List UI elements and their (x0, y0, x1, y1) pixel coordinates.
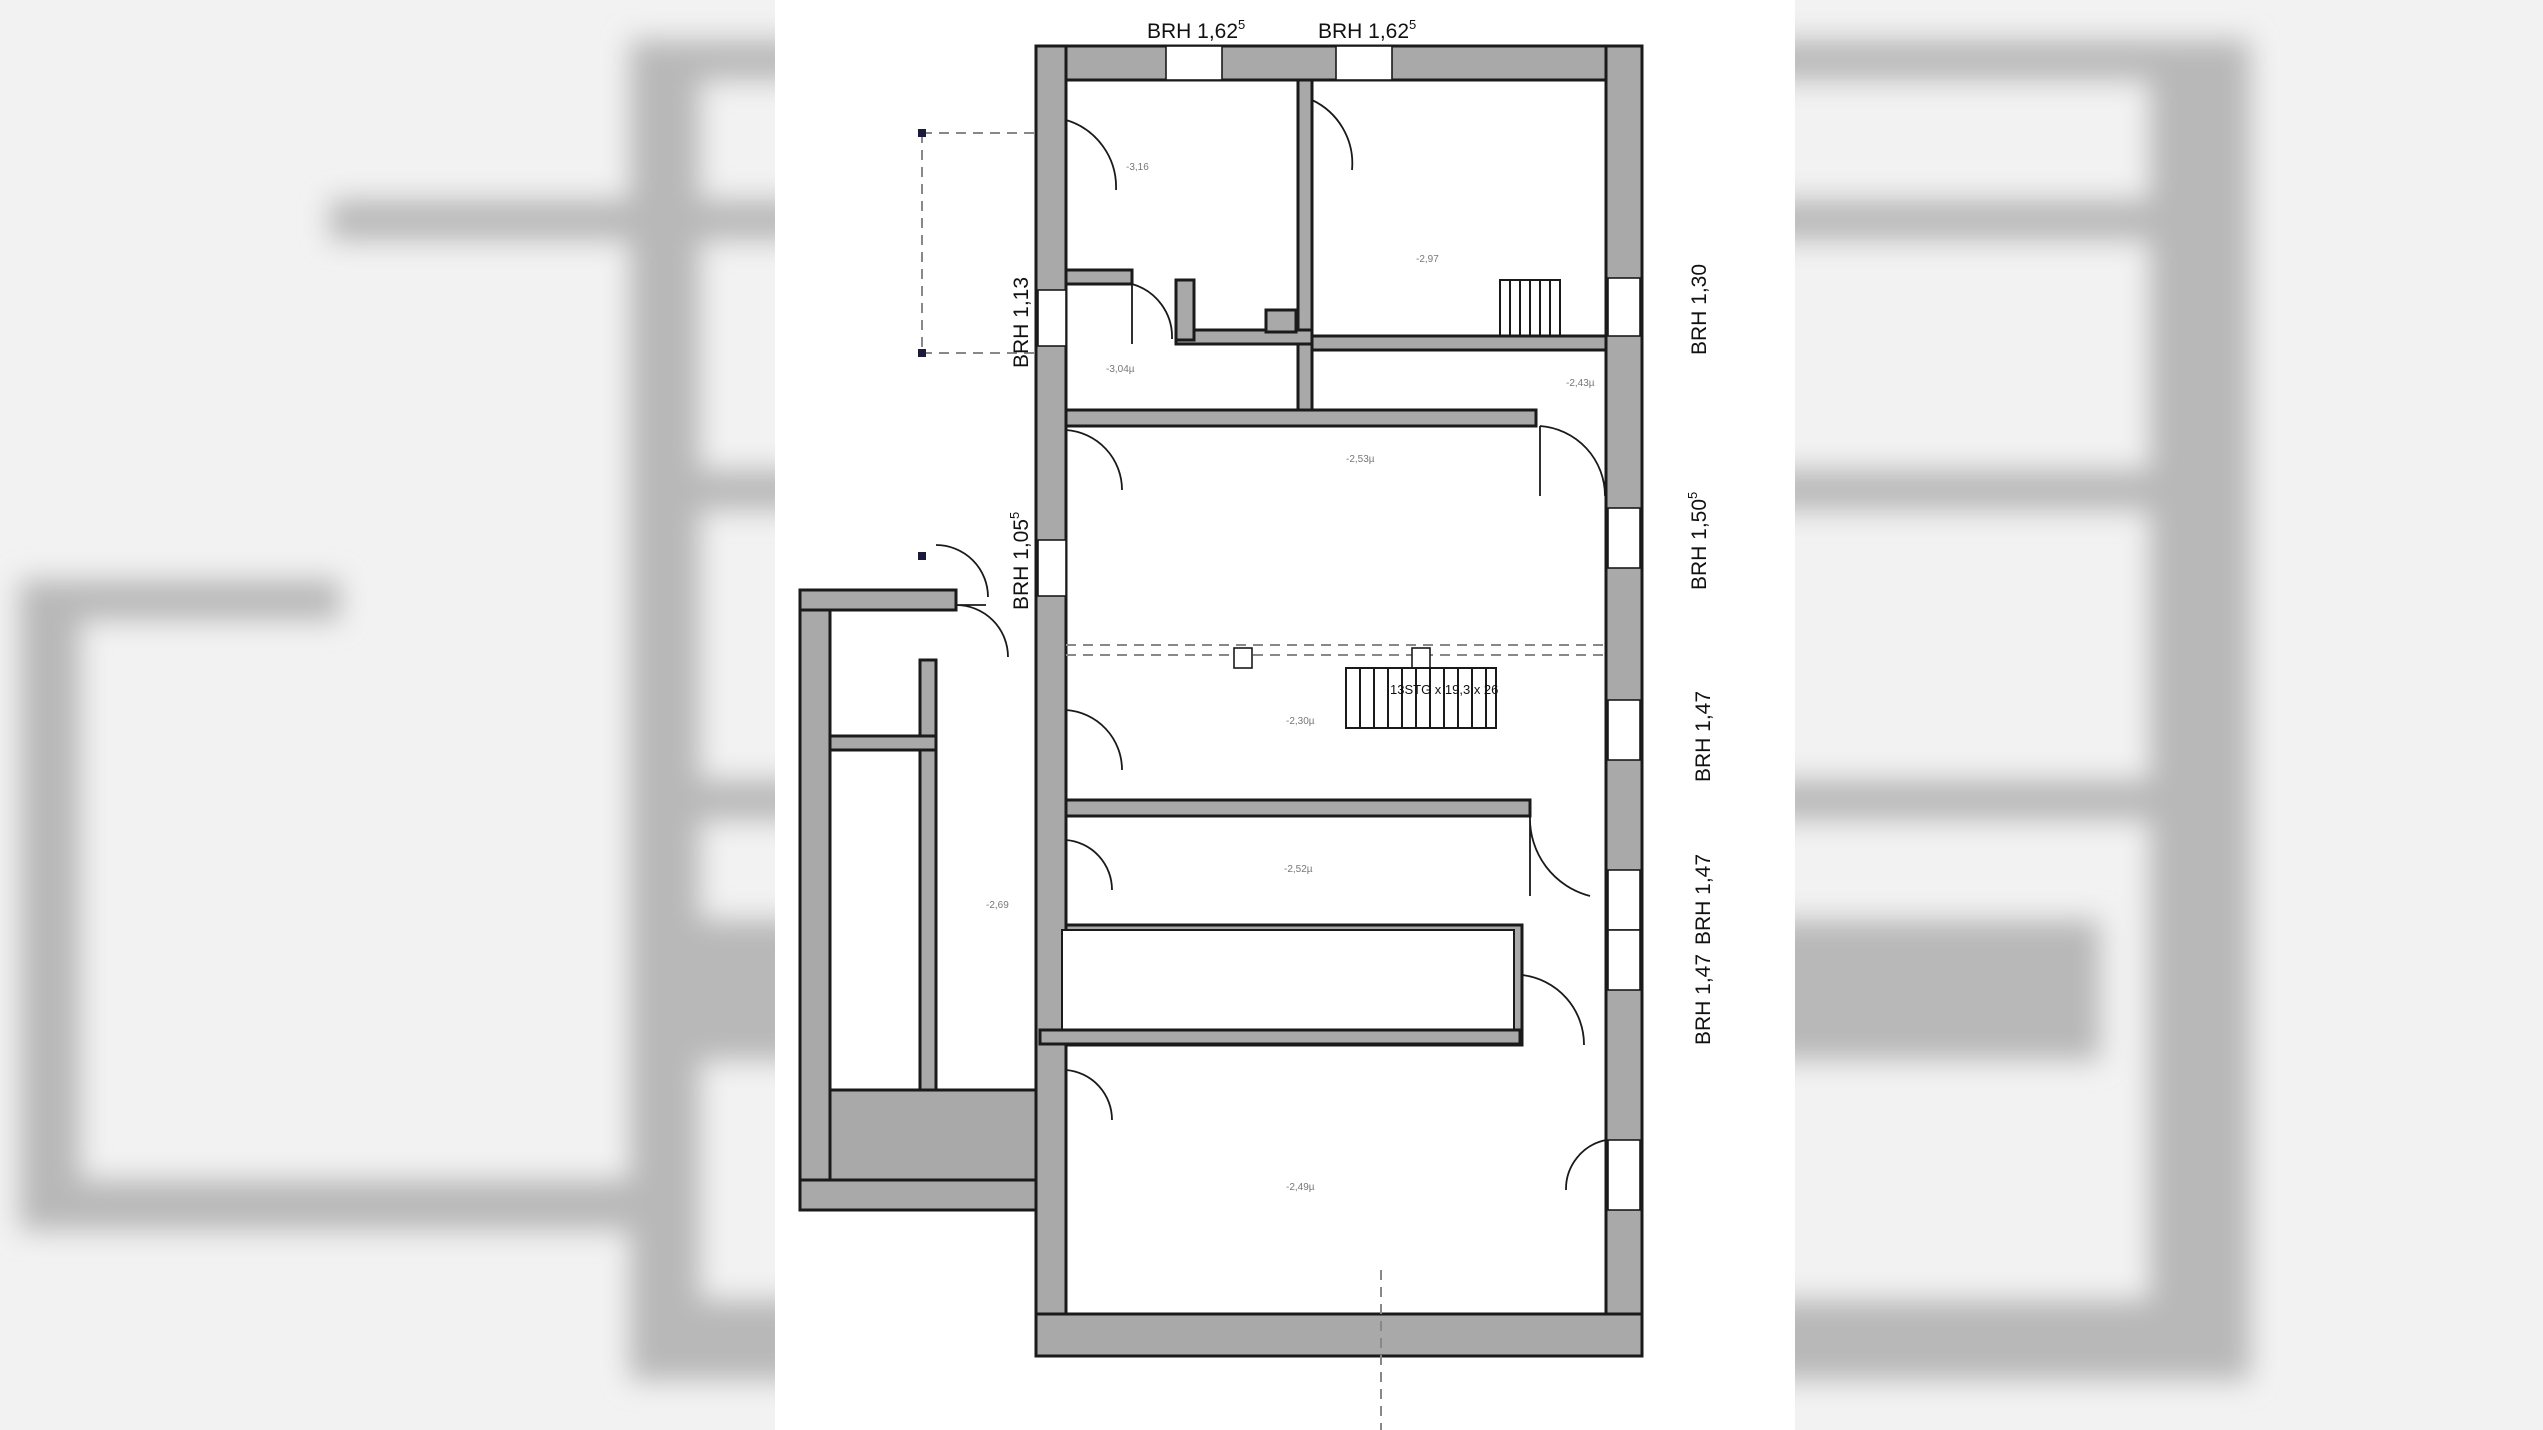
wall-annex-inner (828, 1088, 1038, 1182)
label-window-right-5: BRH 1,47 (1692, 954, 1715, 1045)
wall-annex-left (798, 588, 832, 1212)
wall-corridor-bottom (1038, 1028, 1522, 1046)
stair-main (1345, 667, 1497, 729)
window-right-5 (1607, 929, 1641, 991)
level-room-d: -2,43µ (1566, 378, 1595, 389)
canopy-outline (921, 132, 1036, 354)
level-corridor: -2,52µ (1284, 864, 1313, 875)
label-window-top-right: BRH 1,625 (1318, 17, 1416, 43)
door-bottom-room[interactable] (1065, 1069, 1113, 1150)
beam-line (1066, 644, 1606, 656)
window-right-1 (1607, 277, 1641, 337)
wall-annex-top (798, 588, 958, 612)
wall-upper-right (1310, 334, 1608, 352)
door-annex[interactable] (935, 544, 1009, 658)
door-room-c[interactable] (1131, 283, 1173, 344)
door-room-b[interactable] (1311, 99, 1354, 180)
label-window-top-left: BRH 1,625 (1147, 17, 1245, 43)
column-1 (1233, 647, 1253, 669)
wall-upper-left-inner (1064, 268, 1134, 286)
wall-small-post (1174, 278, 1196, 342)
window-right-3 (1607, 699, 1641, 761)
stair-label: 13STG x 19,3 x 26 (1390, 682, 1498, 697)
door-room-d[interactable] (1539, 425, 1606, 497)
label-window-right-1: BRH 1,30 (1688, 264, 1711, 355)
wall-annex-mid (918, 658, 938, 1092)
level-room-b: -2,97 (1416, 254, 1439, 265)
label-window-left-upper: BRH 1,13 (1010, 277, 1033, 368)
level-bottom-room: -2,49µ (1286, 1182, 1315, 1193)
wall-chimney (1264, 308, 1298, 334)
label-window-right-2: BRH 1,505 (1685, 492, 1711, 590)
corridor-void (1061, 929, 1515, 1041)
door-corridor-right[interactable] (1529, 815, 1591, 897)
door-hall-mid[interactable] (1065, 709, 1123, 771)
window-top-left (1165, 45, 1223, 81)
wall-left-main (1034, 44, 1068, 1358)
column-2 (1411, 647, 1431, 669)
level-hall-top: -2,53µ (1346, 454, 1375, 465)
wall-bottom (1034, 1312, 1644, 1358)
label-window-right-4: BRH 1,47 (1692, 854, 1715, 945)
label-window-right-3: BRH 1,47 (1692, 691, 1715, 782)
wall-annex-divider (828, 734, 938, 752)
window-right-4 (1607, 869, 1641, 931)
door-hall-left[interactable] (1065, 429, 1123, 491)
window-right-6 (1607, 1139, 1641, 1211)
window-left-1 (1037, 289, 1067, 347)
door-corridor-left[interactable] (1065, 839, 1113, 891)
wall-annex-bottom (798, 1178, 1038, 1212)
window-left-2 (1037, 539, 1067, 597)
marker-3 (918, 552, 926, 560)
door-store[interactable] (1521, 974, 1585, 1046)
door-bottom-right[interactable] (1565, 1139, 1607, 1210)
level-room-a: -3,16 (1126, 162, 1149, 173)
level-side-room: -2,69 (986, 900, 1009, 911)
wall-corridor-top (1064, 798, 1532, 818)
level-hall-mid: -2,30µ (1286, 716, 1315, 727)
label-window-left-lower: BRH 1,055 (1007, 512, 1033, 610)
marker-1 (918, 129, 926, 137)
level-room-c: -3,04µ (1106, 364, 1135, 375)
stair-upper (1499, 279, 1561, 337)
window-right-2 (1607, 507, 1641, 569)
wall-upper-divider (1296, 78, 1314, 422)
door-room-a[interactable] (1065, 119, 1117, 191)
wall-hall-top (1064, 408, 1538, 428)
marker-2 (918, 349, 926, 357)
window-top-right (1335, 45, 1393, 81)
